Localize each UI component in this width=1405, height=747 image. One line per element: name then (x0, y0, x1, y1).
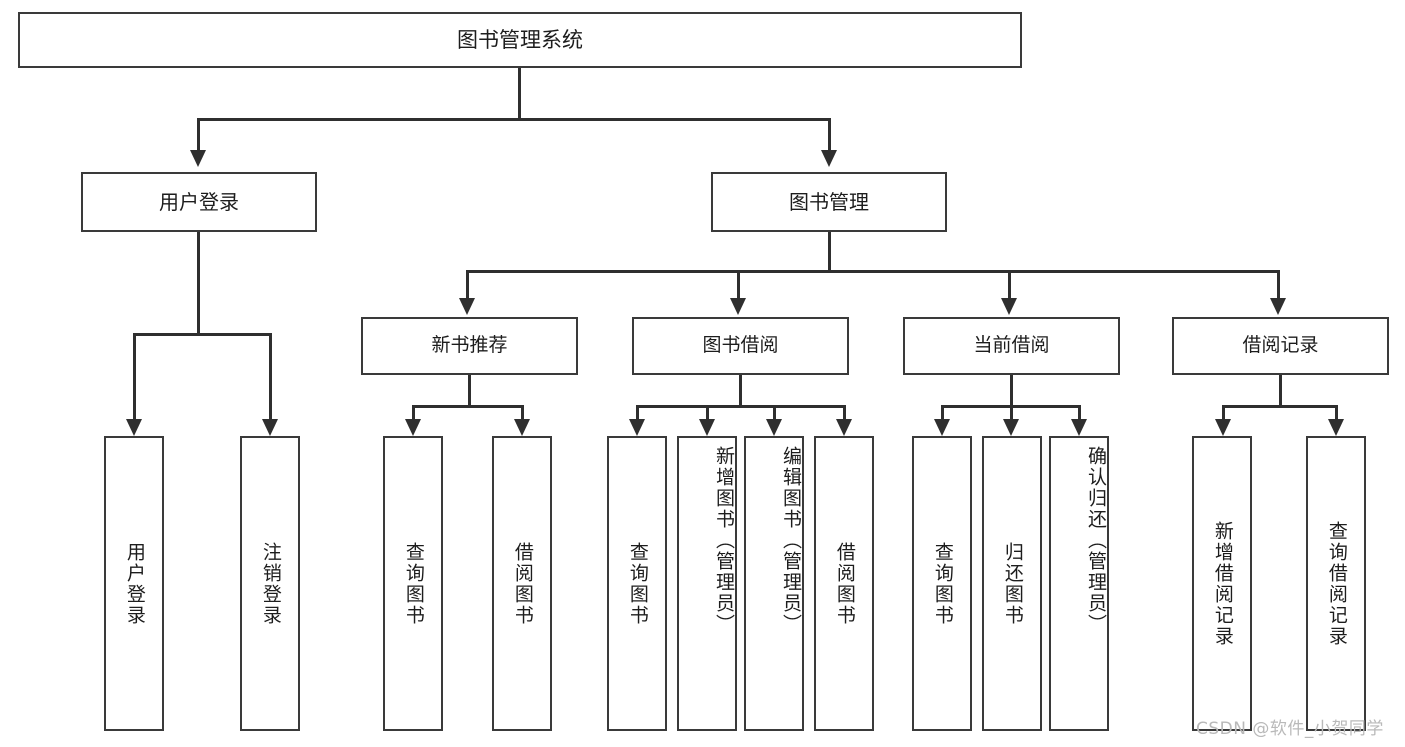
leaf-nb-query-book[interactable]: 查询图书 (383, 436, 443, 731)
node-label: 查询图书 (931, 541, 954, 626)
connector-bb-child-4 (843, 405, 846, 419)
node-label: 注销登录 (259, 541, 282, 626)
connector-current-borrow-stem (1010, 375, 1013, 405)
connector-bm-to-current-borrow (1008, 270, 1011, 298)
node-label: 归还图书 (1001, 541, 1024, 626)
arrowhead-bb-borrow-book (836, 419, 852, 436)
arrowhead-br-query-record (1328, 419, 1344, 436)
connector-new-book-bar (412, 405, 524, 408)
node-label: 新书推荐 (431, 334, 508, 357)
node-label: 图书借阅 (702, 334, 779, 357)
node-label: 新增图书（管理员） (713, 446, 735, 635)
leaf-cb-return-book[interactable]: 归还图书 (982, 436, 1042, 731)
connector-root-stem (518, 68, 521, 118)
connector-cb-child-1 (941, 405, 944, 419)
connector-bm-to-new-book (466, 270, 469, 298)
node-label: 图书管理系统 (457, 27, 583, 52)
connector-new-book-child-2 (521, 405, 524, 419)
arrowhead-bb-add-book (699, 419, 715, 436)
arrowhead-book-management (821, 150, 837, 167)
node-book-borrow[interactable]: 图书借阅 (632, 317, 849, 375)
connector-br-child-2 (1335, 405, 1338, 419)
connector-new-book-stem (468, 375, 471, 405)
node-label: 查询图书 (626, 541, 649, 626)
connector-book-borrow-stem (739, 375, 742, 405)
connector-bm-to-borrow-record (1277, 270, 1280, 298)
node-book-management[interactable]: 图书管理 (711, 172, 947, 232)
connector-user-login-child-1 (133, 333, 136, 419)
arrowhead-cb-return-book (1003, 419, 1019, 436)
leaf-cb-query-book[interactable]: 查询图书 (912, 436, 972, 731)
arrowhead-nb-borrow-book (514, 419, 530, 436)
connector-cb-child-3 (1078, 405, 1081, 419)
connector-book-management-stem (828, 232, 831, 270)
arrowhead-br-add-record (1215, 419, 1231, 436)
connector-borrow-record-stem (1279, 375, 1282, 405)
leaf-br-add-record[interactable]: 新增借阅记录 (1192, 436, 1252, 731)
connector-root-to-book-management (828, 118, 831, 150)
node-label: 图书管理 (789, 189, 869, 214)
arrowhead-bb-edit-book (766, 419, 782, 436)
arrowhead-cb-confirm-return (1071, 419, 1087, 436)
connector-cb-child-2 (1010, 405, 1013, 419)
node-label: 用户登录 (123, 541, 146, 626)
connector-bb-child-2 (706, 405, 709, 419)
connector-root-bar (197, 118, 831, 121)
connector-book-borrow-bar (636, 405, 846, 408)
node-label: 编辑图书（管理员） (780, 446, 802, 635)
connector-book-management-bar (466, 270, 1280, 273)
node-root-book-management-system[interactable]: 图书管理系统 (18, 12, 1022, 68)
node-borrow-record[interactable]: 借阅记录 (1172, 317, 1389, 375)
node-label: 借阅图书 (833, 541, 856, 626)
arrowhead-current-borrow (1001, 298, 1017, 315)
leaf-bb-add-book[interactable]: 新增图书（管理员） (677, 436, 737, 731)
node-label: 用户登录 (159, 189, 239, 214)
arrowhead-leaf-user-login (126, 419, 142, 436)
node-label: 借阅记录 (1242, 334, 1319, 357)
arrowhead-bb-query-book (629, 419, 645, 436)
connector-borrow-record-bar (1222, 405, 1338, 408)
arrowhead-book-borrow (730, 298, 746, 315)
connector-user-login-child-2 (269, 333, 272, 419)
arrowhead-cb-query-book (934, 419, 950, 436)
connector-bb-child-3 (773, 405, 776, 419)
node-new-book-recommend[interactable]: 新书推荐 (361, 317, 578, 375)
node-label: 新增借阅记录 (1211, 520, 1234, 647)
leaf-bb-borrow-book[interactable]: 借阅图书 (814, 436, 874, 731)
leaf-cb-confirm-return[interactable]: 确认归还（管理员） (1049, 436, 1109, 731)
node-current-borrow[interactable]: 当前借阅 (903, 317, 1120, 375)
leaf-nb-borrow-book[interactable]: 借阅图书 (492, 436, 552, 731)
arrowhead-borrow-record (1270, 298, 1286, 315)
connector-bb-child-1 (636, 405, 639, 419)
connector-user-login-bar (133, 333, 272, 336)
arrowhead-new-book-recommend (459, 298, 475, 315)
arrowhead-leaf-logout (262, 419, 278, 436)
connector-br-child-1 (1222, 405, 1225, 419)
connector-new-book-child-1 (412, 405, 415, 419)
leaf-br-query-record[interactable]: 查询借阅记录 (1306, 436, 1366, 731)
node-label: 查询借阅记录 (1325, 520, 1348, 647)
arrowhead-user-login (190, 150, 206, 167)
node-label: 借阅图书 (511, 541, 534, 626)
arrowhead-nb-query-book (405, 419, 421, 436)
connector-root-to-user-login (197, 118, 200, 150)
connector-bm-to-book-borrow (737, 270, 740, 298)
leaf-bb-query-book[interactable]: 查询图书 (607, 436, 667, 731)
leaf-bb-edit-book[interactable]: 编辑图书（管理员） (744, 436, 804, 731)
leaf-logout[interactable]: 注销登录 (240, 436, 300, 731)
node-label: 当前借阅 (973, 334, 1050, 357)
node-label: 查询图书 (402, 541, 425, 626)
connector-user-login-stem (197, 232, 200, 333)
leaf-user-login[interactable]: 用户登录 (104, 436, 164, 731)
node-label: 确认归还（管理员） (1085, 446, 1107, 635)
node-user-login[interactable]: 用户登录 (81, 172, 317, 232)
